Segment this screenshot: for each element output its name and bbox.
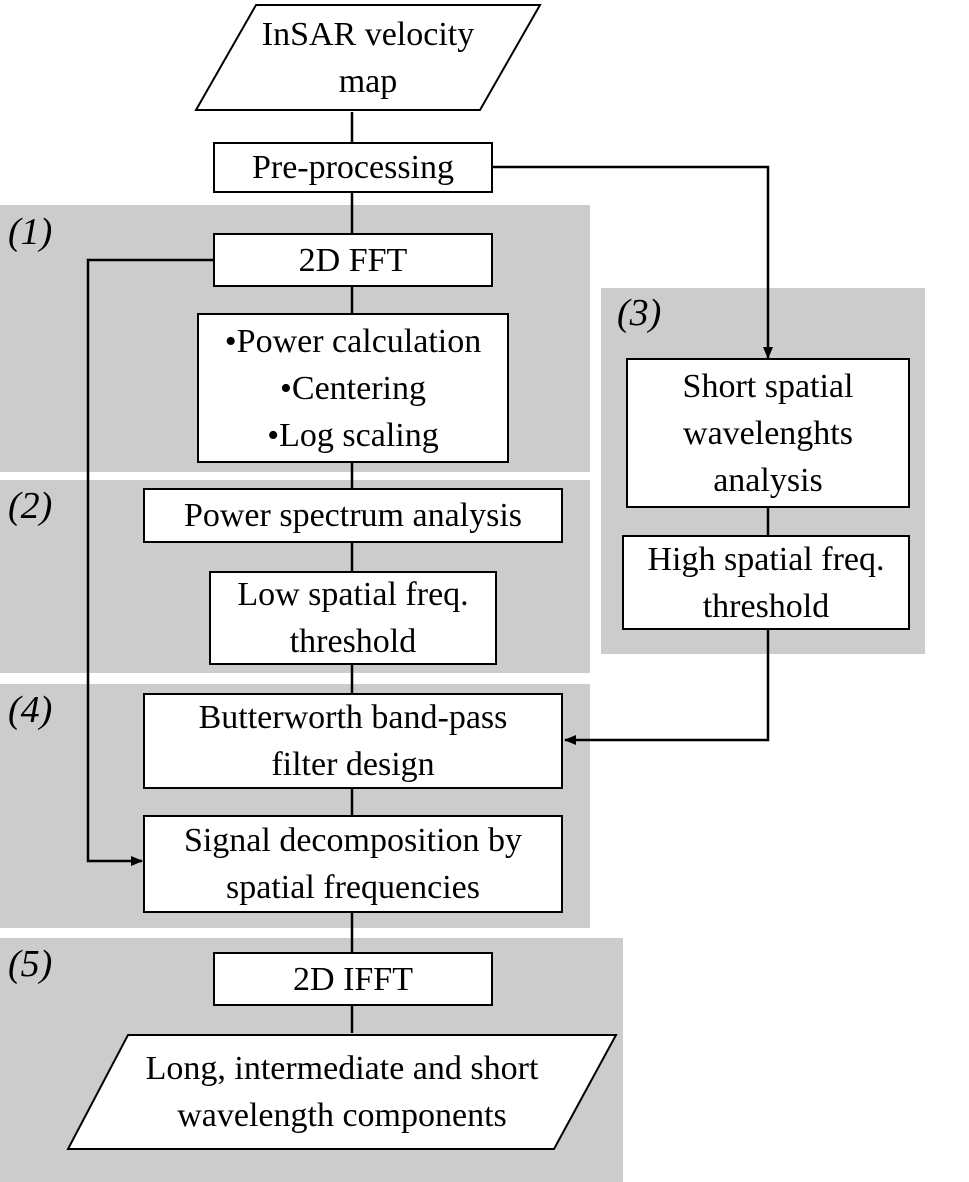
decomp-line-2: spatial frequencies bbox=[226, 869, 480, 906]
butter-line-2: filter design bbox=[271, 746, 435, 783]
fft-label: 2D FFT bbox=[298, 241, 408, 279]
output-line-2: wavelength components bbox=[177, 1097, 507, 1134]
section-3-label: (3) bbox=[617, 292, 662, 334]
section-5-label: (5) bbox=[8, 943, 53, 985]
preprocessing-label: Pre-processing bbox=[251, 149, 455, 186]
power-line-1: •Power calculation bbox=[224, 322, 482, 360]
shortwave-line-2: wavelenghts bbox=[683, 414, 853, 452]
section-1-label: (1) bbox=[8, 211, 53, 253]
input-line-1: InSAR velocity bbox=[261, 15, 475, 53]
fft-box: 2D FFT bbox=[213, 233, 493, 287]
input-velocity-map: InSAR velocity map bbox=[194, 3, 542, 112]
output-components: Long, intermediate and short wavelength … bbox=[66, 1033, 618, 1151]
shortwave-line-3: analysis bbox=[713, 461, 823, 499]
arrow-preprocessing-shortwave bbox=[492, 165, 773, 359]
decomp-box: Signal decomposition by spatial frequenc… bbox=[143, 815, 563, 913]
lowthr-line-1: Low spatial freq. bbox=[237, 576, 469, 613]
power-line-3: •Log scaling bbox=[267, 416, 439, 454]
lowthr-box: Low spatial freq. threshold bbox=[209, 571, 497, 665]
highthr-line-2: threshold bbox=[702, 587, 830, 625]
output-line-1: Long, intermediate and short bbox=[145, 1050, 539, 1087]
butter-box: Butterworth band-pass filter design bbox=[143, 693, 563, 789]
arrow-highthr-butter bbox=[564, 629, 770, 745]
input-parallelogram-shape bbox=[194, 4, 542, 111]
spectrum-box: Power spectrum analysis bbox=[143, 488, 563, 543]
arrow-fft-decomp bbox=[86, 258, 214, 866]
butter-line-1: Butterworth band-pass bbox=[198, 699, 508, 736]
shortwave-box: Short spatial wavelenghts analysis bbox=[626, 358, 910, 508]
section-4-label: (4) bbox=[8, 689, 53, 731]
power-line-2: •Centering bbox=[280, 369, 426, 407]
output-parallelogram-shape bbox=[66, 1034, 618, 1150]
shortwave-line-1: Short spatial bbox=[682, 367, 854, 405]
ifft-box: 2D IFFT bbox=[213, 952, 493, 1006]
power-box: •Power calculation •Centering •Log scali… bbox=[197, 313, 509, 463]
spectrum-label: Power spectrum analysis bbox=[183, 497, 523, 534]
highthr-box: High spatial freq. threshold bbox=[622, 535, 910, 630]
highthr-line-1: High spatial freq. bbox=[647, 540, 885, 578]
lowthr-line-2: threshold bbox=[289, 623, 417, 660]
decomp-line-1: Signal decomposition by bbox=[183, 822, 523, 859]
section-2-label: (2) bbox=[8, 485, 53, 527]
input-line-2: map bbox=[338, 62, 398, 100]
ifft-label: 2D IFFT bbox=[293, 960, 413, 998]
preprocessing-box: Pre-processing bbox=[213, 142, 493, 193]
